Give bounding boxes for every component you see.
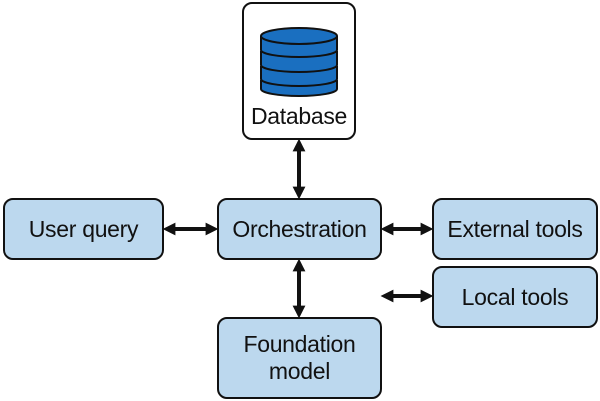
local-tools-node: Local tools <box>432 266 598 328</box>
local-tools-label: Local tools <box>461 283 569 310</box>
user-query-label: User query <box>28 215 139 242</box>
database-icon <box>260 27 338 97</box>
database-node: Database <box>242 2 356 140</box>
foundation-model-label-line1: Foundation <box>243 331 356 357</box>
external-tools-label: External tools <box>447 215 583 242</box>
foundation-model-node: Foundation model <box>217 317 382 399</box>
orchestration-label: Orchestration <box>232 215 367 242</box>
foundation-model-label-line2: model <box>268 358 331 384</box>
database-label: Database <box>250 103 348 129</box>
orchestration-node: Orchestration <box>217 198 382 260</box>
external-tools-node: External tools <box>432 198 598 260</box>
